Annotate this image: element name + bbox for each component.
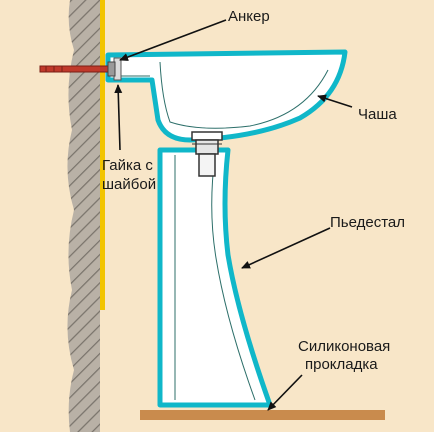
bowl [105,49,348,143]
label-nut-line1: Гайка с [102,157,153,174]
pedestal [157,147,273,408]
drain [191,131,223,177]
bowl-inner-line [159,61,329,129]
arrow-bowl [317,94,353,108]
label-bowl: Чаша [358,106,397,123]
arrow-anchor [119,19,227,61]
label-pedestal: Пьедестал [330,214,405,231]
leader-arrows [114,19,353,411]
label-anchor: Анкер [228,8,270,25]
wall-finish-strip [100,0,105,310]
arrow-gasket [267,374,303,411]
wall [67,0,100,432]
pedestal-inner-curve [211,154,256,401]
label-gasket-line1: Силиконовая [298,338,391,355]
anchor-bolt [39,57,122,81]
arrow-pedestal [241,227,331,269]
label-nut-line2: шайбой [102,176,157,193]
label-gasket-line2: прокладка [305,356,378,373]
arrow-nut [114,84,123,151]
floor [140,410,385,420]
